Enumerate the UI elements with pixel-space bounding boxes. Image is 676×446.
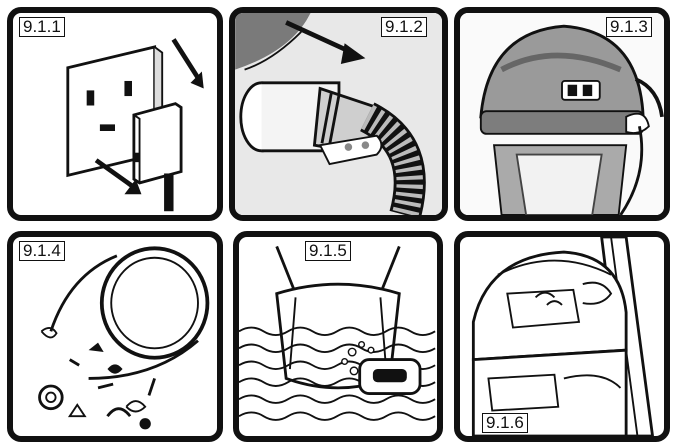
empty-debris-illustration — [13, 237, 217, 436]
step-panel-unplug: 9.1.1 — [7, 7, 223, 221]
step-panel-remove-head: 9.1.3 — [454, 7, 670, 221]
step-label: 9.1.4 — [19, 241, 65, 261]
step-label: 9.1.6 — [482, 413, 528, 433]
step-label: 9.1.5 — [305, 241, 351, 261]
step-label: 9.1.3 — [606, 17, 652, 37]
reassemble-illustration — [460, 237, 664, 436]
step-label: 9.1.2 — [381, 17, 427, 37]
unplug-illustration — [13, 13, 217, 215]
step-label: 9.1.1 — [19, 17, 65, 37]
step-panel-remove-hose: 9.1.2 — [229, 7, 448, 221]
step-panel-wash-filter: 9.1.5 — [233, 231, 443, 442]
remove-hose-illustration — [235, 13, 442, 215]
remove-head-illustration — [460, 13, 664, 215]
step-panel-empty-debris: 9.1.4 — [7, 231, 223, 442]
wash-filter-illustration — [239, 237, 437, 436]
step-panel-reassemble: 9.1.6 — [454, 231, 670, 442]
